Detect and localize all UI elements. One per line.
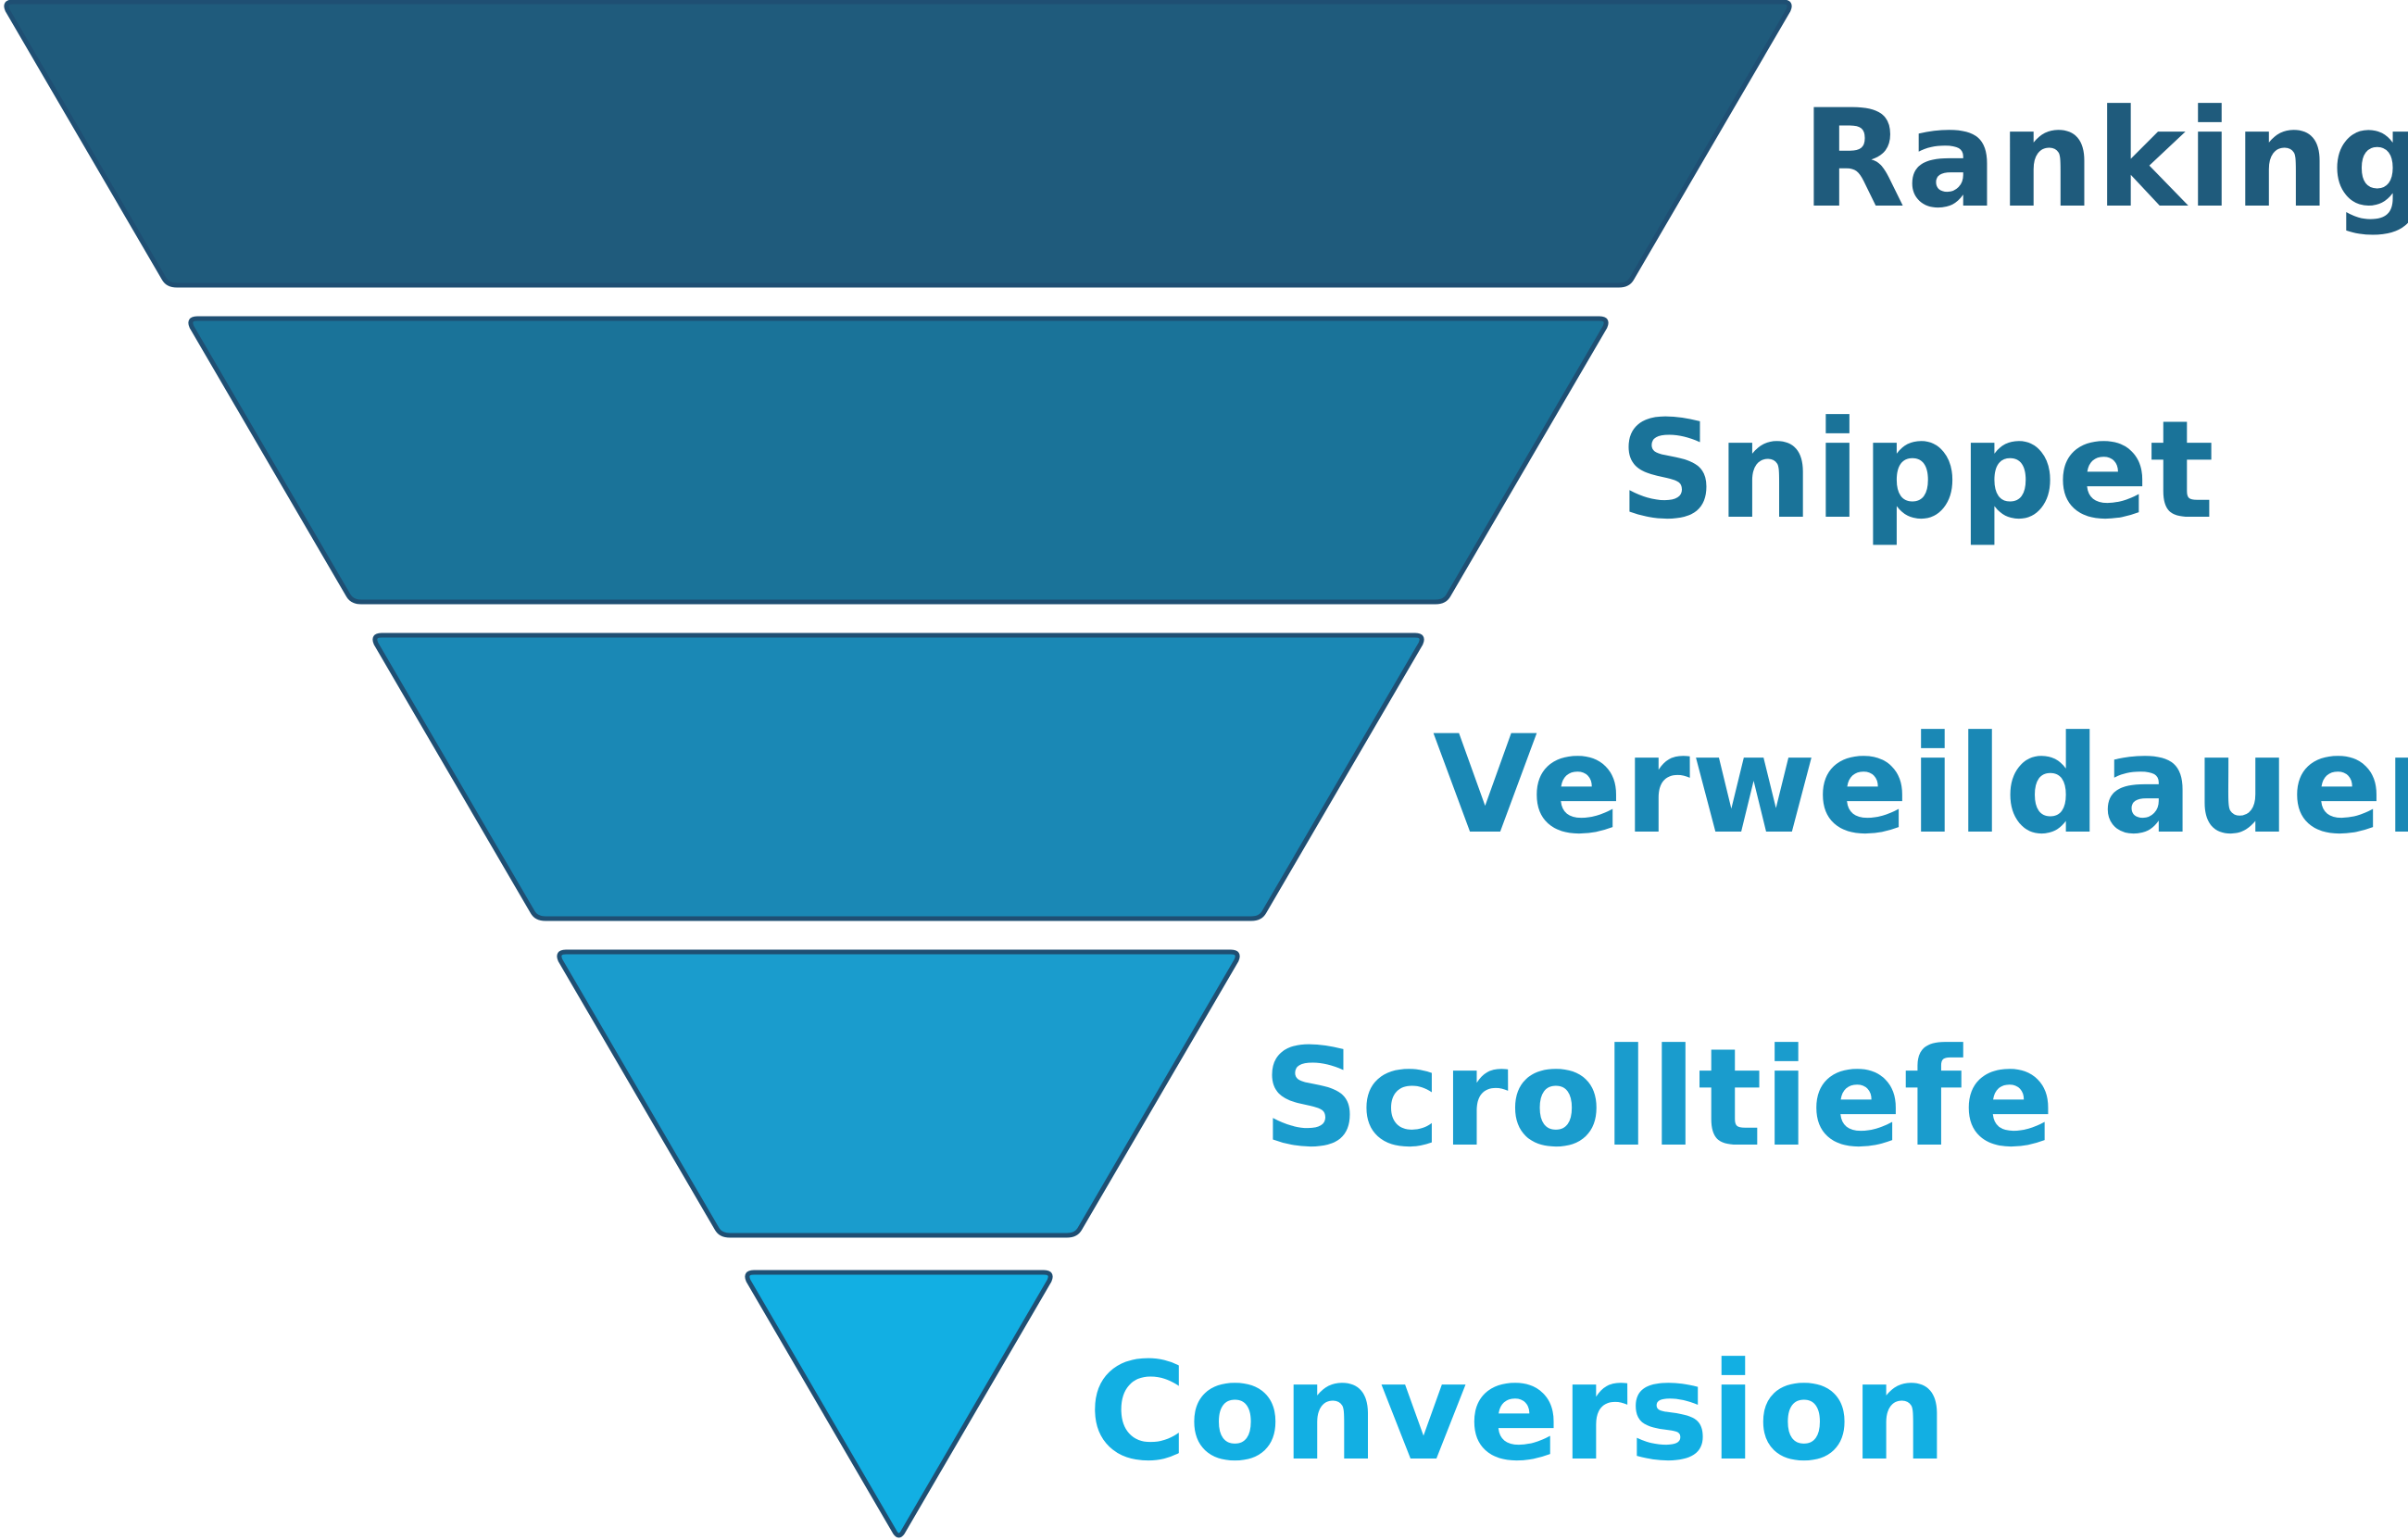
funnel-segment-verweildauer: [372, 632, 1424, 921]
stage-scrolltiefe: Scrolltiefe: [557, 949, 2056, 1238]
stage-snippet: Snippet: [188, 316, 2215, 605]
funnel-segment-snippet: [188, 316, 1609, 605]
stage-label-snippet: Snippet: [1619, 392, 2215, 549]
stage-label-ranking: Ranking: [1801, 81, 2408, 238]
stage-verweildauer: Verweildauer: [372, 632, 2408, 921]
stage-conversion: Conversion: [745, 1270, 1949, 1538]
stage-label-scrolltiefe: Scrolltiefe: [1262, 1020, 2056, 1177]
stage-label-verweildauer: Verweildauer: [1433, 707, 2408, 864]
stage-label-conversion: Conversion: [1088, 1333, 1949, 1491]
funnel-segment-ranking: [4, 0, 1792, 288]
funnel-segment-scrolltiefe: [557, 949, 1240, 1238]
stage-ranking: Ranking: [4, 0, 2408, 288]
funnel-segment-conversion: [745, 1270, 1053, 1538]
